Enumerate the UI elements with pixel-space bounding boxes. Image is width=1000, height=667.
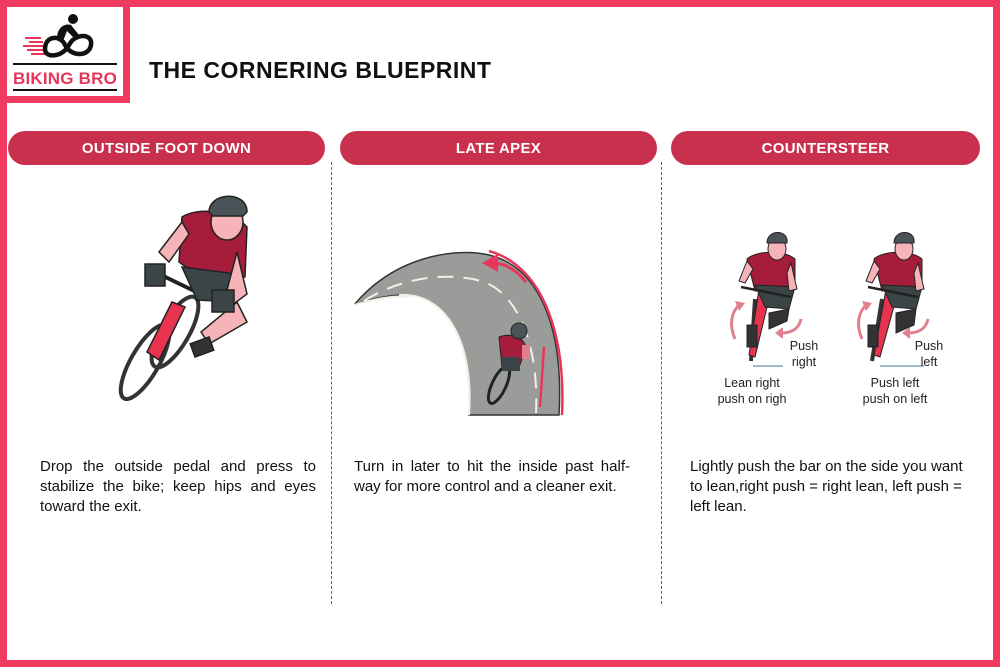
cyclist-outside-foot-down-illustration <box>118 195 248 402</box>
column-header-late-apex: LATE APEX <box>340 131 657 165</box>
description-outside-foot-down: Drop the outside pedal and press to stab… <box>40 458 316 515</box>
push-right-label: Push right <box>789 339 819 369</box>
push-left-caption: Push left push on left <box>862 376 928 406</box>
cyclist-push-right-illustration <box>730 232 803 367</box>
logo-rule <box>13 63 117 65</box>
column-divider <box>331 162 332 604</box>
logo-text: BIKING BRO <box>13 69 117 88</box>
logo: BIKING BRO <box>0 0 130 103</box>
cyclist-push-left-illustration <box>857 232 930 367</box>
page-title: THE CORNERING BLUEPRINT <box>149 57 492 83</box>
description-countersteer: Lightly push the bar on the side you wan… <box>690 458 963 515</box>
lean-right-caption: Lean right push on righ <box>717 376 787 406</box>
push-left-label: Push left <box>914 339 944 369</box>
column-header-countersteer: COUNTERSTEER <box>671 131 980 165</box>
column-divider <box>661 162 662 604</box>
logo-rule <box>13 89 117 91</box>
late-apex-road-illustration <box>354 249 564 416</box>
column-header-outside-foot-down: OUTSIDE FOOT DOWN <box>8 131 325 165</box>
description-late-apex: Turn in later to hit the inside past hal… <box>354 458 630 495</box>
cyclist-logo-icon <box>23 14 94 58</box>
